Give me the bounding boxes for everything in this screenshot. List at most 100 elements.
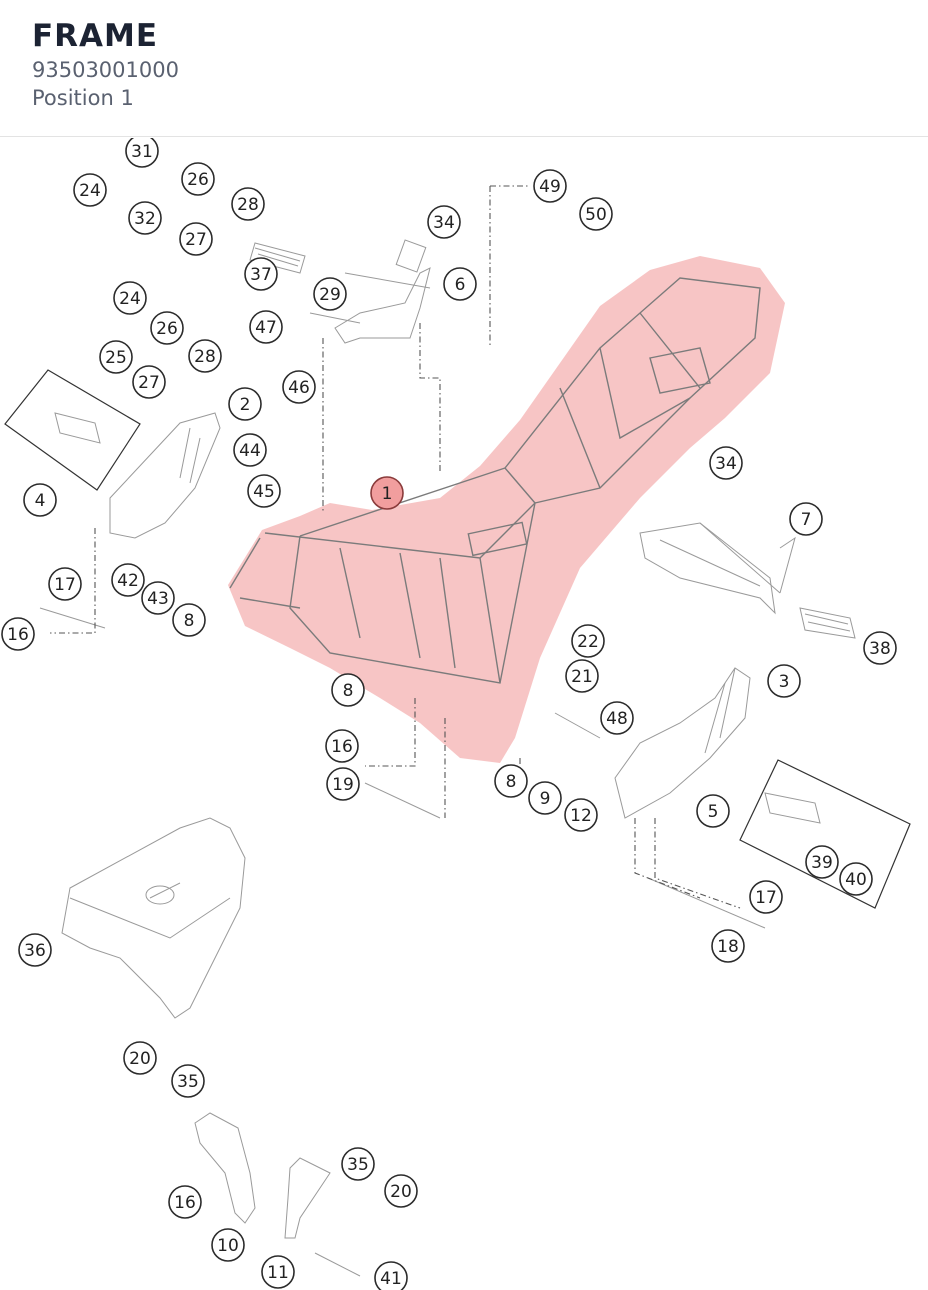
- callout-circle: [228, 387, 262, 421]
- callout-2[interactable]: 2: [228, 387, 262, 421]
- callout-6[interactable]: 6: [443, 267, 477, 301]
- callout-46[interactable]: 46: [282, 370, 316, 404]
- callout-label: 28: [194, 347, 216, 367]
- callout-7[interactable]: 7: [789, 502, 823, 536]
- callout-26[interactable]: 26: [150, 311, 184, 345]
- callout-39[interactable]: 39: [805, 845, 839, 879]
- callout-label: 26: [156, 319, 178, 339]
- callout-41[interactable]: 41: [374, 1261, 408, 1290]
- callout-21[interactable]: 21: [565, 659, 599, 693]
- callout-label: 20: [390, 1182, 412, 1202]
- part-number: 93503001000: [32, 58, 179, 82]
- callout-label: 19: [332, 775, 354, 795]
- callout-circle: [494, 764, 528, 798]
- callout-16[interactable]: 16: [1, 617, 35, 651]
- callout-35[interactable]: 35: [341, 1147, 375, 1181]
- frame-highlight[interactable]: [228, 256, 785, 763]
- callout-circle: [244, 257, 278, 291]
- callout-28[interactable]: 28: [188, 339, 222, 373]
- callout-circle: [805, 845, 839, 879]
- callout-circle: [233, 433, 267, 467]
- callout-8[interactable]: 8: [172, 603, 206, 637]
- callout-label: 2: [240, 395, 251, 415]
- callout-42[interactable]: 42: [111, 563, 145, 597]
- callout-45[interactable]: 45: [247, 474, 281, 508]
- callout-label: 34: [433, 213, 455, 233]
- callout-label: 35: [177, 1072, 199, 1092]
- callout-10[interactable]: 10: [211, 1228, 245, 1262]
- callout-3[interactable]: 3: [767, 664, 801, 698]
- callout-circle: [181, 162, 215, 196]
- callout-37[interactable]: 37: [244, 257, 278, 291]
- callout-12[interactable]: 12: [564, 798, 598, 832]
- callout-22[interactable]: 22: [571, 624, 605, 658]
- callout-label: 17: [54, 575, 76, 595]
- callout-5[interactable]: 5: [696, 794, 730, 828]
- callout-circle: [99, 340, 133, 374]
- callout-35[interactable]: 35: [171, 1064, 205, 1098]
- callout-16[interactable]: 16: [325, 729, 359, 763]
- callout-circle: [23, 483, 57, 517]
- callout-38[interactable]: 38: [863, 631, 897, 665]
- callout-circle: [571, 624, 605, 658]
- callout-label: 5: [708, 802, 719, 822]
- callout-31[interactable]: 31: [125, 138, 159, 168]
- callout-circle: [18, 933, 52, 967]
- callout-circle: [326, 767, 360, 801]
- callout-25[interactable]: 25: [99, 340, 133, 374]
- callout-circle: [528, 781, 562, 815]
- callout-26[interactable]: 26: [181, 162, 215, 196]
- callout-label: 46: [288, 378, 310, 398]
- callout-11[interactable]: 11: [261, 1255, 295, 1289]
- callout-49[interactable]: 49: [533, 169, 567, 203]
- callout-8[interactable]: 8: [331, 673, 365, 707]
- callout-label: 31: [131, 142, 153, 162]
- callout-8[interactable]: 8: [494, 764, 528, 798]
- callout-label: 16: [7, 625, 29, 645]
- callout-27[interactable]: 27: [179, 222, 213, 256]
- callout-47[interactable]: 47: [249, 310, 283, 344]
- callout-27[interactable]: 27: [132, 365, 166, 399]
- callout-17[interactable]: 17: [48, 567, 82, 601]
- page-header: FRAME 93503001000 Position 1: [0, 0, 928, 137]
- frame-structure: [229, 277, 761, 684]
- callout-label: 36: [24, 941, 46, 961]
- callout-circle: [749, 880, 783, 914]
- callout-36[interactable]: 36: [18, 933, 52, 967]
- callout-1-selected[interactable]: 1: [370, 476, 404, 510]
- callout-20[interactable]: 20: [123, 1041, 157, 1075]
- callout-18[interactable]: 18: [711, 929, 745, 963]
- callout-32[interactable]: 32: [128, 201, 162, 235]
- callout-4[interactable]: 4: [23, 483, 57, 517]
- callout-29[interactable]: 29: [313, 277, 347, 311]
- callout-34[interactable]: 34: [427, 205, 461, 239]
- callout-9[interactable]: 9: [528, 781, 562, 815]
- callout-label: 10: [217, 1236, 239, 1256]
- callout-19[interactable]: 19: [326, 767, 360, 801]
- callout-label: 48: [606, 709, 628, 729]
- callout-circle: [125, 138, 159, 168]
- callout-24[interactable]: 24: [73, 173, 107, 207]
- callout-43[interactable]: 43: [141, 581, 175, 615]
- callout-24[interactable]: 24: [113, 281, 147, 315]
- callout-circle: [341, 1147, 375, 1181]
- callout-circle: [565, 659, 599, 693]
- callout-circle: [188, 339, 222, 373]
- callout-label: 37: [250, 265, 272, 285]
- callout-50[interactable]: 50: [579, 197, 613, 231]
- callout-17[interactable]: 17: [749, 880, 783, 914]
- callout-20[interactable]: 20: [384, 1174, 418, 1208]
- callout-label: 47: [255, 318, 277, 338]
- callout-16[interactable]: 16: [168, 1185, 202, 1219]
- callout-28[interactable]: 28: [231, 187, 265, 221]
- callout-44[interactable]: 44: [233, 433, 267, 467]
- callout-label: 26: [187, 170, 209, 190]
- callout-48[interactable]: 48: [600, 701, 634, 735]
- callout-label: 3: [779, 672, 790, 692]
- callout-circle: [325, 729, 359, 763]
- callout-34[interactable]: 34: [709, 446, 743, 480]
- callout-40[interactable]: 40: [839, 862, 873, 896]
- callout-circle: [384, 1174, 418, 1208]
- callout-label: 16: [174, 1193, 196, 1213]
- callout-circle: [427, 205, 461, 239]
